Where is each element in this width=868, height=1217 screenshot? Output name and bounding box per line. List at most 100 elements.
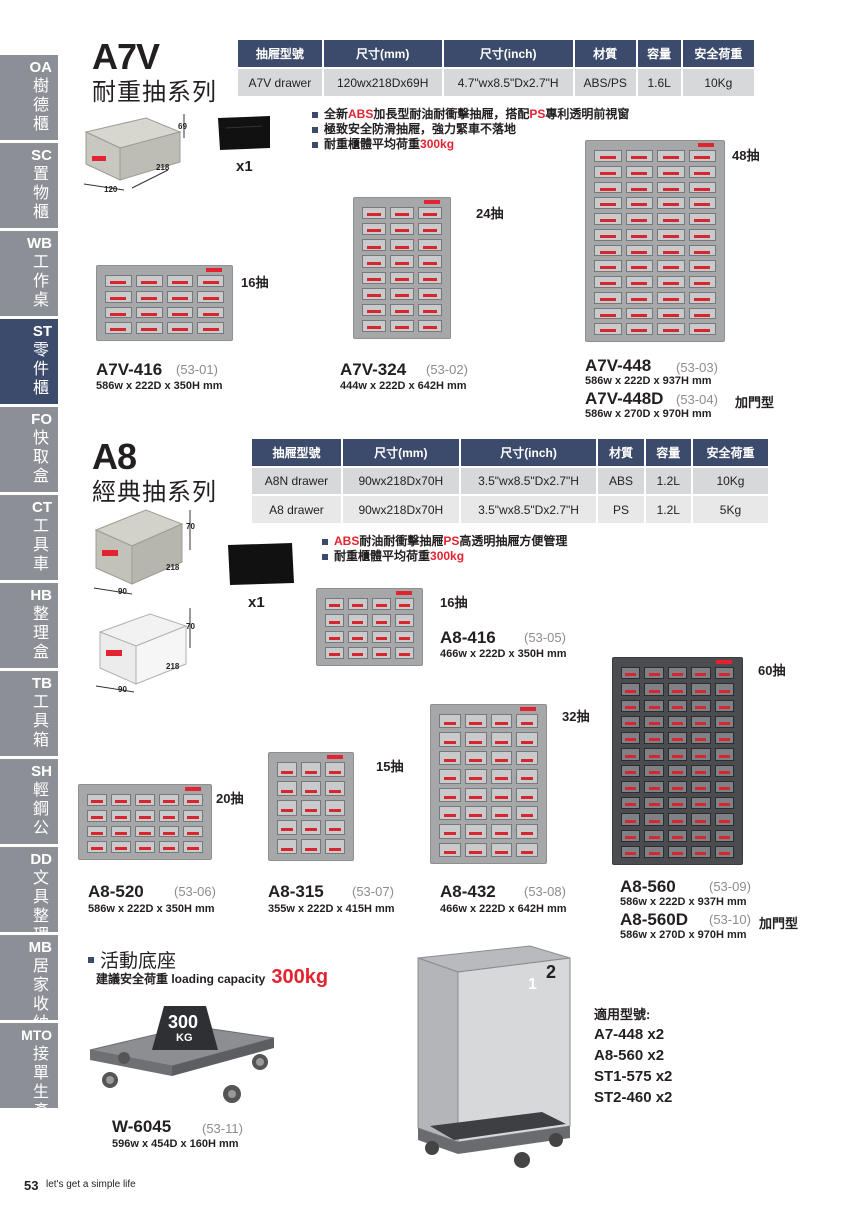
cabinet-drawer (714, 845, 734, 858)
cabinet-drawer (159, 841, 179, 853)
base-capacity-value: 300kg (271, 966, 329, 988)
a8-416-drawer-count: 16抽 (440, 595, 468, 610)
a8-table-cell: A8 drawer (252, 494, 343, 523)
cabinet-drawer (688, 244, 716, 257)
cabinet-drawer (516, 732, 538, 747)
cabinet-drawer (87, 794, 107, 806)
cabinet-drawer (667, 845, 688, 858)
a7v-divider-illustration (218, 116, 270, 150)
a8-table-cell: 10Kg (691, 466, 771, 495)
cabinet-drawer (490, 714, 513, 729)
cabinet-drawer (135, 809, 155, 822)
cabinet-drawer (714, 748, 734, 761)
cabinet-drawer (490, 805, 513, 821)
a7v-table-cell: A7V drawer (238, 67, 324, 96)
cabinet-drawer (325, 614, 345, 627)
cabinet-drawer (667, 797, 688, 810)
cabinet-drawer (183, 825, 203, 838)
cabinet-drawer (644, 699, 664, 712)
cabinet-drawer (621, 829, 641, 842)
cabinet-drawer (688, 228, 716, 241)
cabinet-drawer (594, 181, 622, 194)
a7v-series-title: A7V (92, 36, 160, 77)
cabinet-drawer (390, 319, 414, 332)
cabinet-drawer (439, 805, 461, 821)
cabinet-drawer (594, 165, 622, 178)
sidebar-tab-label: 居家收納 (32, 958, 49, 1032)
cabinet-drawer (691, 780, 711, 793)
cabinet-drawer (516, 769, 538, 784)
sidebar-tab-mb[interactable]: MB 居家收納 (0, 935, 58, 1032)
cabinet-drawer (688, 276, 716, 288)
a7v-drawer-illustration (83, 114, 185, 191)
w6045-name: W-6045 (112, 1117, 172, 1136)
cabinet-drawer (657, 260, 685, 272)
cabinet-drawer (418, 207, 442, 220)
cabinet-drawer (490, 842, 513, 857)
footer-slogan: let's get a simple life (46, 1179, 136, 1190)
a7v-416-code: (53-01) (176, 362, 218, 377)
a8-series-subtitle: 經典抽系列 (92, 479, 217, 506)
sidebar-tab-code: HB (30, 587, 52, 604)
cabinet-drawer (197, 322, 224, 334)
a7v-448-dimensions: 586w x 222D x 937H mm (585, 375, 712, 387)
a7v-448-name: A7V-448 (585, 356, 652, 375)
a8-series-title: A8 (92, 436, 137, 477)
a8-432-code: (53-08) (524, 884, 566, 899)
cabinet-drawer (362, 255, 386, 268)
cabinet-drawer (625, 276, 653, 288)
a8-drawer-height: 70 (186, 622, 195, 631)
cabinet-drawer (362, 303, 386, 316)
w6045-code: (53-11) (202, 1121, 243, 1136)
cabinet-drawer (159, 794, 179, 806)
cabinet-drawer (621, 715, 641, 728)
sidebar-tab-code: MB (28, 939, 52, 956)
cabinet-drawer (667, 683, 688, 696)
cabinet-drawer (362, 207, 386, 220)
a8-divider-qty: x1 (248, 594, 265, 611)
stacked-cabinet-illustration (417, 945, 571, 1168)
a8-table-cell: A8N drawer (252, 466, 343, 495)
cabinet-drawer (688, 307, 716, 320)
cabinet-drawer (621, 732, 641, 745)
a7v-table-header: 尺寸(mm) (322, 40, 444, 68)
cabinet-drawer (362, 239, 386, 252)
cabinet-drawer (691, 764, 711, 777)
cabinet-drawer (667, 764, 688, 777)
cabinet-drawer (301, 838, 321, 854)
cabinet-drawer (439, 769, 461, 784)
weight-badge-unit: KG (176, 1032, 193, 1044)
cabinet-drawer (135, 794, 155, 806)
a8-560-code: (53-09) (709, 879, 751, 894)
cabinet-drawer (714, 813, 734, 826)
a8n-drawer-width: 90 (118, 587, 127, 596)
cabinet-drawer (594, 244, 622, 257)
a8-520-name: A8-520 (88, 882, 144, 901)
cabinet-drawer (691, 715, 711, 728)
cabinet-drawer (621, 667, 641, 680)
a8n-drawer-illustration (93, 509, 191, 595)
cabinet-drawer (464, 805, 487, 821)
cabinet-drawer (657, 244, 685, 257)
cabinet-drawer (439, 714, 461, 729)
sidebar-tab-dd[interactable]: DD文具整理 (0, 847, 58, 944)
cabinet-drawer (464, 769, 487, 784)
base-capacity-label: 建議安全荷重 loading capacity (96, 972, 266, 986)
a8-drawer-depth: 218 (166, 662, 180, 671)
cabinet-drawer (390, 239, 414, 252)
a8-table-cell: 3.5"wx8.5"Dx2.7"H (459, 494, 599, 523)
a8-table-cell: 1.2L (644, 466, 693, 495)
